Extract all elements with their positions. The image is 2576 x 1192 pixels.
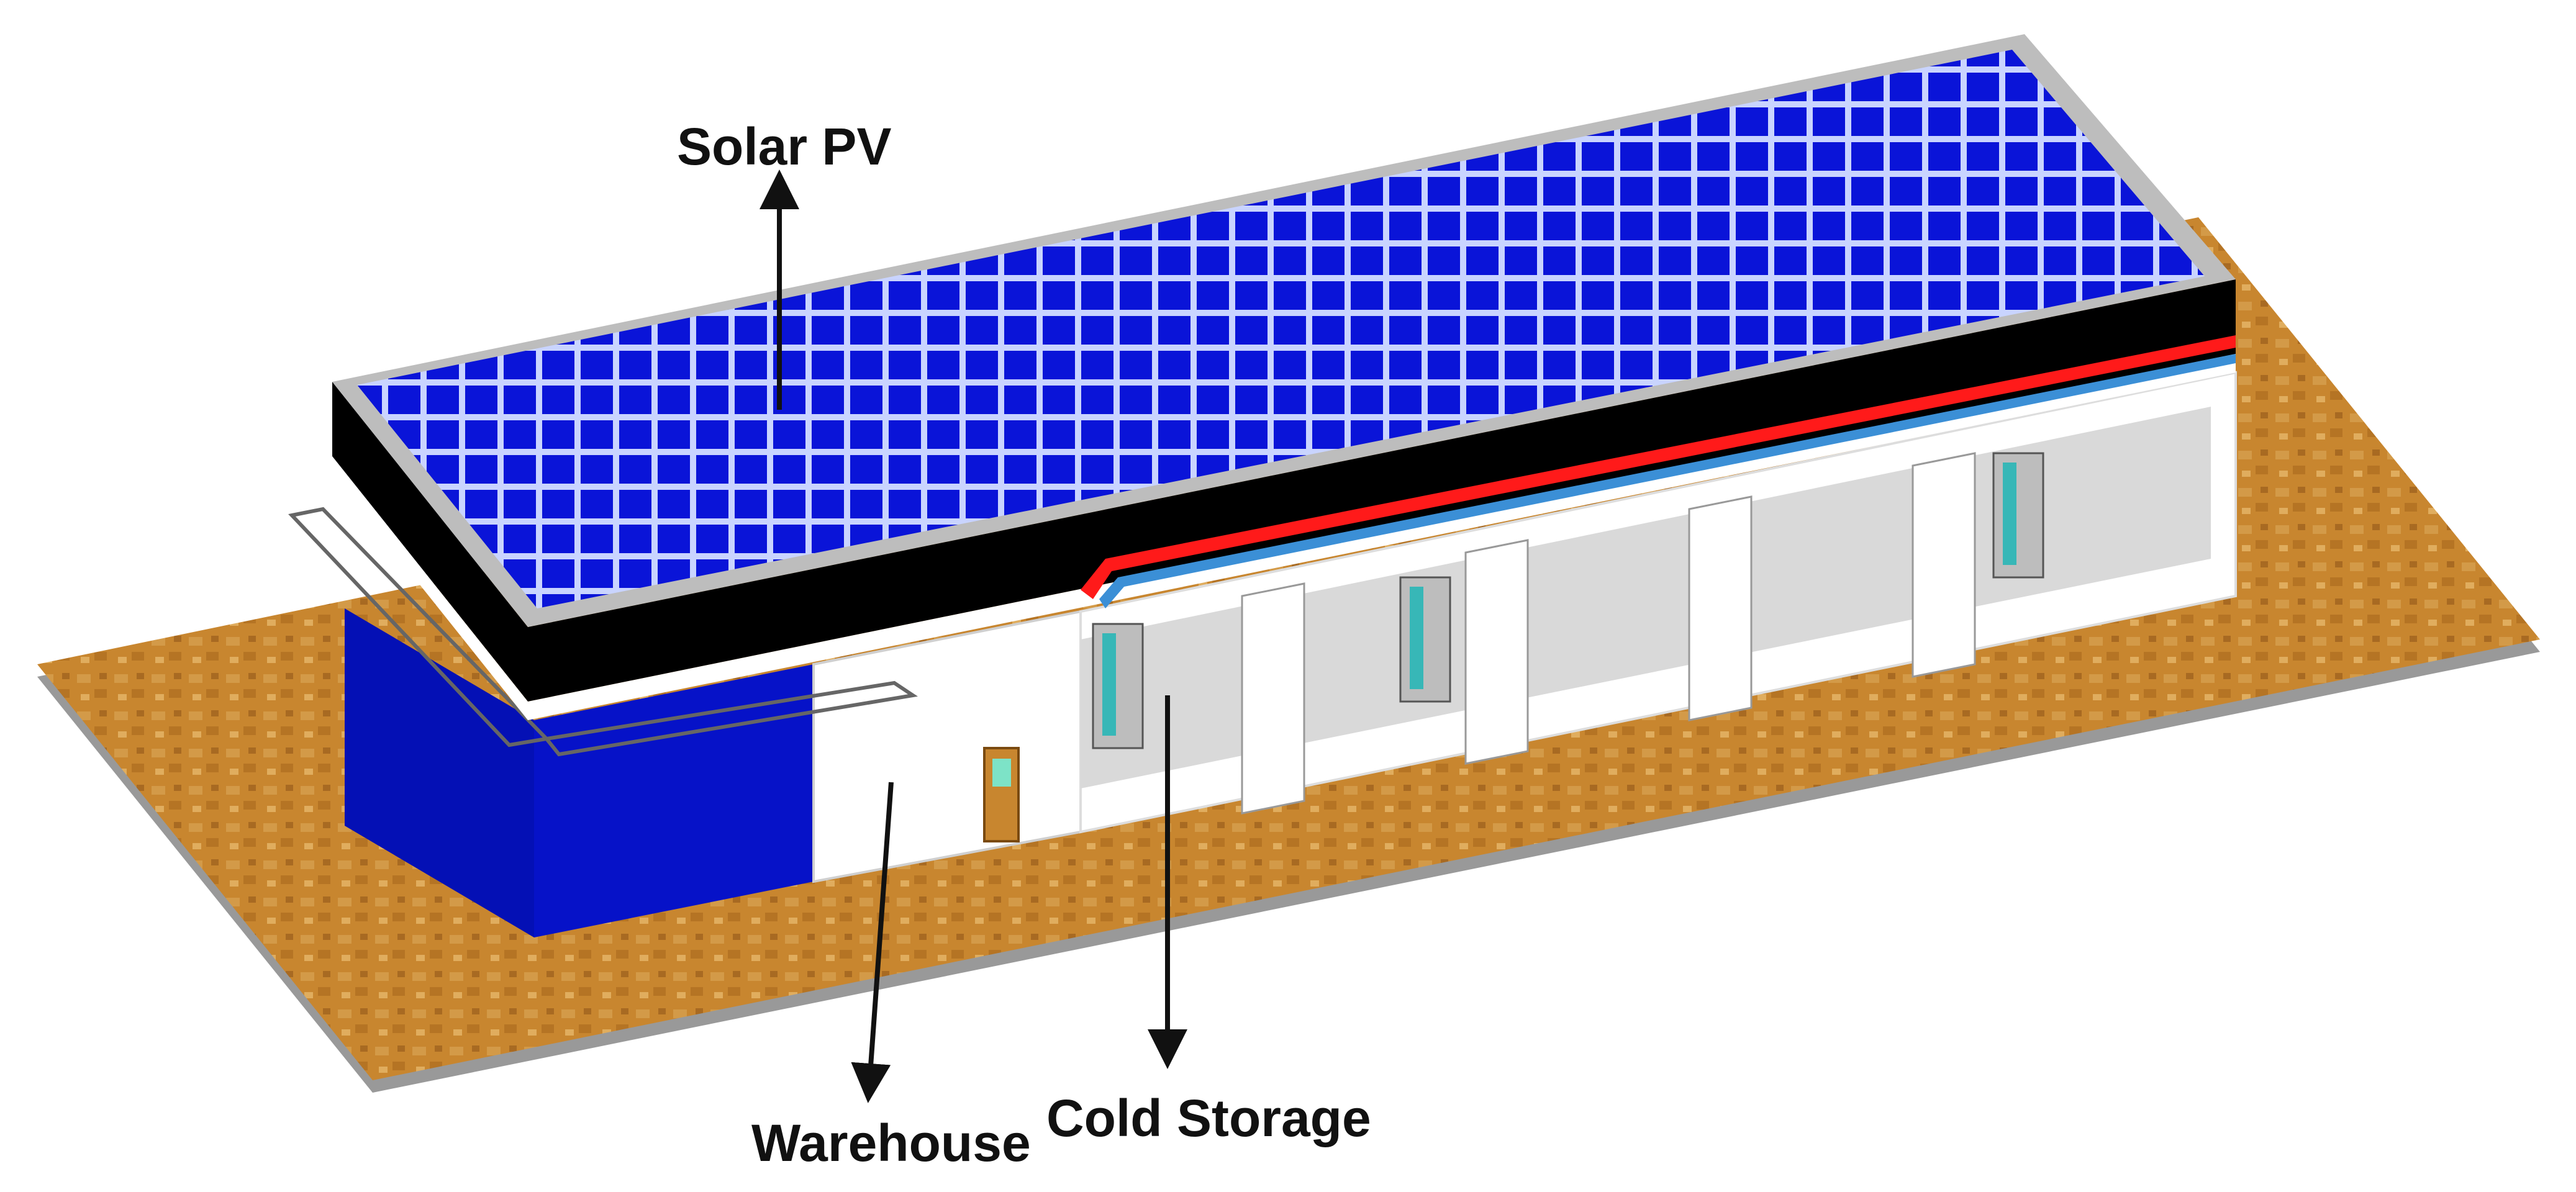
cold-storage-label: Cold Storage <box>1046 1089 1371 1147</box>
roof-fascia <box>332 279 2236 720</box>
warehouse-arrow <box>851 782 894 1103</box>
solar-pv-roof <box>332 34 2236 627</box>
solar-pv-label: Solar PV <box>677 117 891 176</box>
warehouse-label: Warehouse <box>751 1114 1031 1172</box>
annotation-arrows <box>760 169 1187 1103</box>
warehouse-block <box>345 608 1082 937</box>
side-rack <box>288 507 918 757</box>
cold-storage-bays <box>1079 371 2237 834</box>
